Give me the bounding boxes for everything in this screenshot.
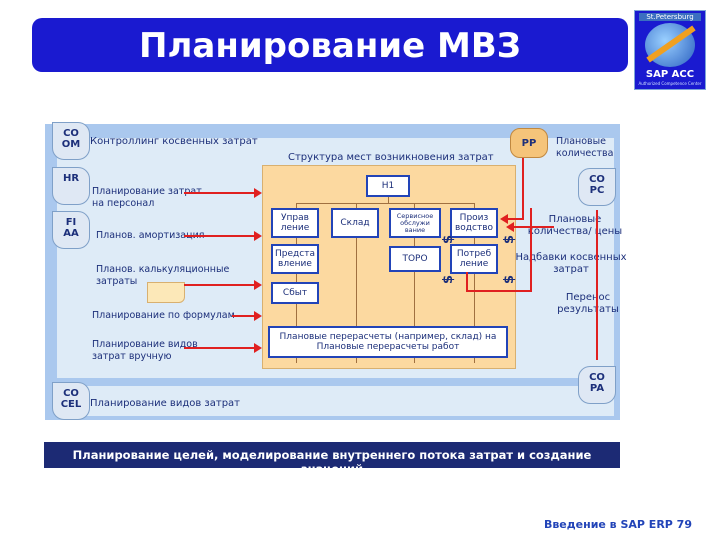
label-cost-center-structure: Структура мест возникновения затрат [288,152,494,163]
arrowhead-prices [506,222,514,232]
node-consumption[interactable]: Потреб ление [450,244,498,274]
logo-city: St.Petersburg [639,13,701,21]
allocation-box: Плановые перерасчеты (например, склад) н… [268,326,508,358]
label-revenue-planning: Планирование видов затрат [90,398,240,409]
arrow-formula [232,315,254,317]
page-title: Планирование МВЗ [139,26,521,66]
arrow-consumption-pc [466,290,532,292]
label-calc-costs: Планов. калькуляционные затраты [96,264,230,287]
arrowhead-depreciation [254,231,262,241]
dollar-icon: $ [441,274,457,285]
node-warehouse[interactable]: Склад [331,208,379,238]
arrowhead-manual [254,343,262,353]
label-personnel-planning: Планирование затрат на персонал [92,186,202,209]
arrow-pc-pa [596,210,598,360]
tree-connector [474,203,475,363]
sap-acc-logo: St.Petersburg SAP ACC Authorized Compete… [634,10,706,90]
node-representation[interactable]: Предста вление [271,244,319,274]
tag-hr: HR [52,167,90,205]
arrowhead-personnel [254,188,262,198]
summary-bar: Планирование целей, моделирование внутре… [44,442,620,476]
summary-text: Планирование целей, моделирование внутре… [72,448,592,476]
arrowhead-quantities [500,214,508,224]
label-formula-planning: Планирование по формулам [92,310,235,321]
tag-pp: PP [510,128,548,158]
tree-connector [414,203,415,363]
tag-co-cel: CO CEL [52,382,90,420]
node-management[interactable]: Управ ление [271,208,319,238]
document-icon [147,282,185,303]
title-bar: Планирование МВЗ [32,18,628,72]
label-result-transfer: Перенос результаты [557,292,619,315]
label-planned-quantities: Плановые количества [556,136,614,159]
arrowhead-calc-costs [254,280,262,290]
label-overhead-control: Контроллинг косвенных затрат [90,136,258,147]
label-overhead-surcharges: Надбавки косвенных затрат [515,252,627,275]
arrow-personnel [184,192,254,194]
tree-connector [356,203,357,363]
arrow-calc-costs [184,284,254,286]
tag-co-pa: CO PA [578,366,616,404]
dollar-icon: $ [502,234,518,245]
arrow-prices [514,226,554,228]
tag-co-pc: CO PC [578,168,616,206]
dollar-icon: $ [441,234,457,245]
arrow-pc-link [530,208,532,292]
node-sales[interactable]: Сбыт [271,282,319,304]
logo-subtitle: Authorized Competence Center [638,81,702,86]
tag-fi-aa: FI AA [52,211,90,249]
arrow-depreciation [184,235,254,237]
arrow-quantities [508,218,524,220]
node-toro[interactable]: ТОРО [389,246,441,272]
tag-co-om: CO OM [52,122,90,160]
diagram-bottom-panel [57,386,614,416]
tree-connector [388,197,389,203]
label-manual-planning: Планирование видов затрат вручную [92,339,198,362]
node-production[interactable]: Произ водство [450,208,498,238]
logo-name: SAP ACC [645,69,695,80]
label-depreciation-planning: Планов. амортизация [96,230,205,241]
arrow-consumption-up [466,272,468,292]
label-planned-quantities-prices: Плановые количества/ цены [527,214,623,237]
node-service[interactable]: Сервисное обслужи вание [389,208,441,238]
arrow-manual [184,347,254,349]
tree-connector [296,203,474,204]
node-h1[interactable]: H1 [366,175,410,197]
slide-footer: Введение в SAP ERP 79 [543,518,692,531]
arrow-pp-vertical [522,158,524,218]
dollar-icon: $ [502,274,518,285]
arrowhead-formula [254,311,262,321]
